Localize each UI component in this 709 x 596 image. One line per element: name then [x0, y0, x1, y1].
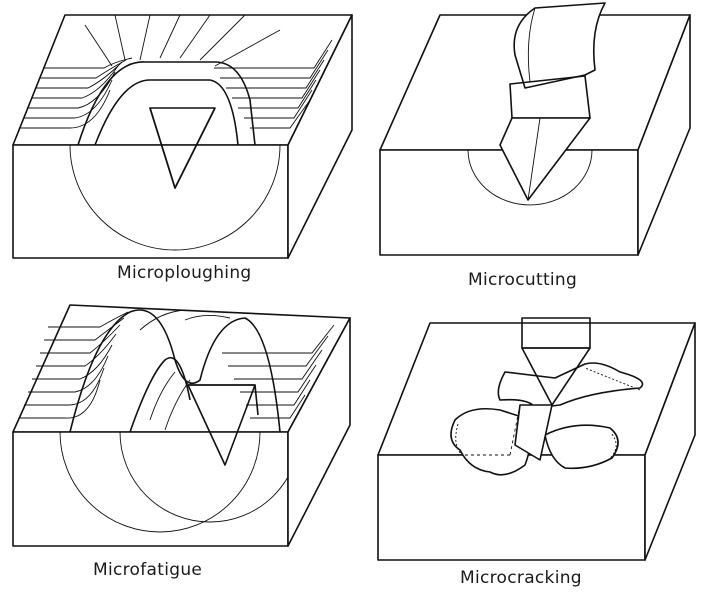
block-front-face [13, 432, 288, 546]
label-microfatigue: Microfatigue [93, 560, 202, 580]
label-microploughing: Microploughing [117, 263, 252, 283]
block-front-face [380, 150, 638, 255]
panel-microfatigue [13, 305, 350, 546]
label-microcracking: Microcracking [460, 568, 582, 588]
label-microcutting: Microcutting [468, 270, 577, 290]
panel-microcutting [380, 3, 690, 255]
panel-microploughing [13, 15, 352, 258]
panel-microcracking [378, 318, 695, 560]
block-front-face [13, 145, 288, 258]
